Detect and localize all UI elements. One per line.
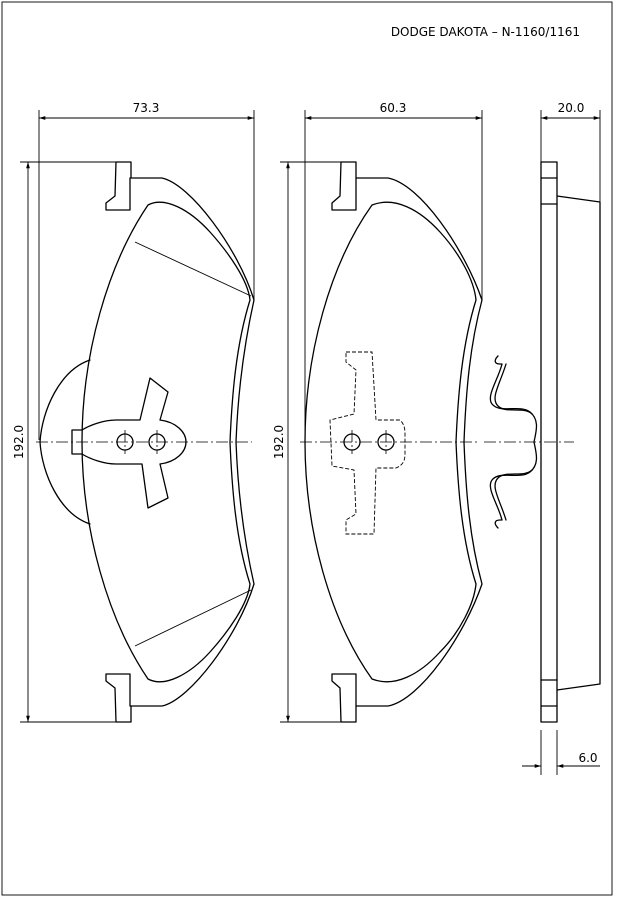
dimension-label-height-right: 192.0 — [272, 425, 286, 459]
dimension-label-plate-thickness: 6.0 — [578, 751, 597, 765]
hidden-abutment — [329, 351, 406, 535]
dimension-label-pad-width: 73.3 — [133, 101, 160, 115]
shim-clip — [71, 377, 187, 509]
dimension-height-left: 192.0 — [12, 161, 131, 723]
side-friction-material — [556, 195, 601, 691]
dimension-thickness: 20.0 — [540, 101, 601, 202]
side-spring-clip-inner-top — [494, 363, 533, 415]
drawing-title: DODGE DAKOTA – N-1160/1161 — [391, 25, 580, 39]
dimension-pad-width: 73.3 — [38, 101, 255, 440]
chamfer-line-top — [134, 241, 252, 297]
chamfer-line-bottom — [134, 589, 252, 647]
dimension-plate-thickness: 6.0 — [522, 730, 600, 775]
dimension-height-right: 192.0 — [272, 161, 356, 723]
dimension-label-backplate-width: 60.3 — [380, 101, 407, 115]
dimension-backplate-width: 60.3 — [304, 101, 483, 440]
drawing-frame — [1, 1, 613, 896]
dimension-label-height-left: 192.0 — [12, 425, 26, 459]
dimension-label-thickness: 20.0 — [558, 101, 585, 115]
side-spring-clip-inner-bottom — [494, 469, 533, 521]
